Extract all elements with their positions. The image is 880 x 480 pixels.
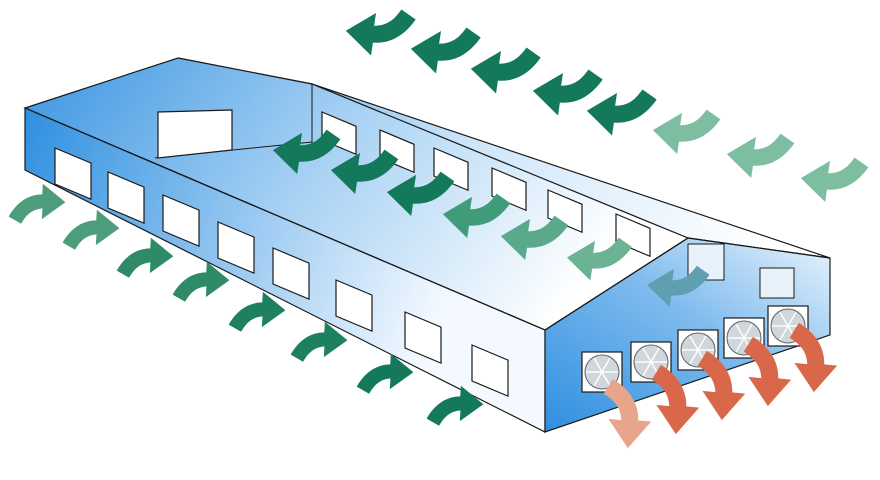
ridge-inlet-window <box>433 147 469 192</box>
ridge-inlet-window <box>379 129 415 174</box>
side-inlet-window <box>335 279 373 333</box>
ridge-inlet-window <box>321 111 357 156</box>
fan-blade <box>642 361 652 377</box>
intake-arrow <box>410 27 481 74</box>
side-inlet-window <box>404 311 442 365</box>
fan-blade <box>689 335 699 351</box>
side-inlet-window <box>471 344 509 398</box>
fan-blade <box>779 325 789 341</box>
intake-arrow <box>532 69 603 116</box>
eave-line <box>24 107 546 331</box>
fan-blade <box>787 311 797 327</box>
ridge-inlet-window <box>547 189 583 234</box>
gable-window <box>157 109 233 159</box>
end-wall-opening <box>759 267 795 299</box>
exhaust-fan <box>581 351 623 393</box>
side-intake-arrow <box>172 261 230 302</box>
end-roof-ridge <box>544 237 831 331</box>
fan-blade <box>735 337 745 353</box>
ridge-side-inlets <box>321 111 651 258</box>
fan-blade <box>593 371 603 387</box>
exhaust-arrow <box>743 336 792 407</box>
front-side-inlets <box>54 147 509 398</box>
side-intake-arrow <box>290 321 348 362</box>
fan-blade <box>735 323 745 339</box>
interior-airflow-arrow <box>500 215 569 260</box>
intake-arrow <box>726 133 795 178</box>
side-intake-arrow <box>8 183 66 224</box>
exhaust-arrow <box>697 350 746 421</box>
interior-airflow-arrow <box>646 265 710 307</box>
interior-airflow <box>272 129 710 307</box>
side-inlet-window <box>217 221 255 275</box>
ridge-inlet-window <box>491 167 527 212</box>
intake-airflow-side <box>8 183 484 426</box>
interior-airflow-arrow <box>442 193 511 238</box>
side-intake-arrow <box>228 291 286 332</box>
fan-blade <box>689 349 699 365</box>
exhaust-arrow <box>651 364 700 435</box>
side-inlet-window <box>162 194 200 248</box>
intake-arrow <box>586 89 657 136</box>
intake-airflow-top <box>345 9 869 202</box>
fan-blade <box>593 357 603 373</box>
intake-arrow <box>470 47 541 94</box>
fan-blade <box>697 335 707 351</box>
exhaust-arrow <box>603 378 652 449</box>
interior-airflow-arrow <box>566 237 632 281</box>
intake-arrow <box>345 9 416 56</box>
side-inlet-window <box>54 147 92 201</box>
interior-airflow-arrow <box>386 171 455 216</box>
side-inlet-window <box>107 171 145 225</box>
side-intake-arrow <box>116 237 174 278</box>
end-wall-openings <box>687 243 795 299</box>
interior-airflow-arrow <box>330 149 399 194</box>
fan-blade <box>601 371 611 387</box>
side-intake-arrow <box>426 385 484 426</box>
ridge-inlet-window <box>615 213 651 258</box>
interior-airflow-arrow <box>272 129 341 174</box>
fan-blade <box>779 311 789 327</box>
intake-arrow <box>652 109 721 154</box>
side-intake-arrow <box>356 353 414 394</box>
fan-blade <box>743 323 753 339</box>
side-intake-arrow <box>62 209 120 250</box>
fan-blade <box>601 357 611 373</box>
exhaust-arrow <box>789 322 838 393</box>
fan-blade <box>650 347 660 363</box>
intake-arrow <box>800 157 869 202</box>
exhaust-airflow <box>603 322 838 449</box>
fan-blade <box>642 347 652 363</box>
side-inlet-window <box>272 247 310 301</box>
